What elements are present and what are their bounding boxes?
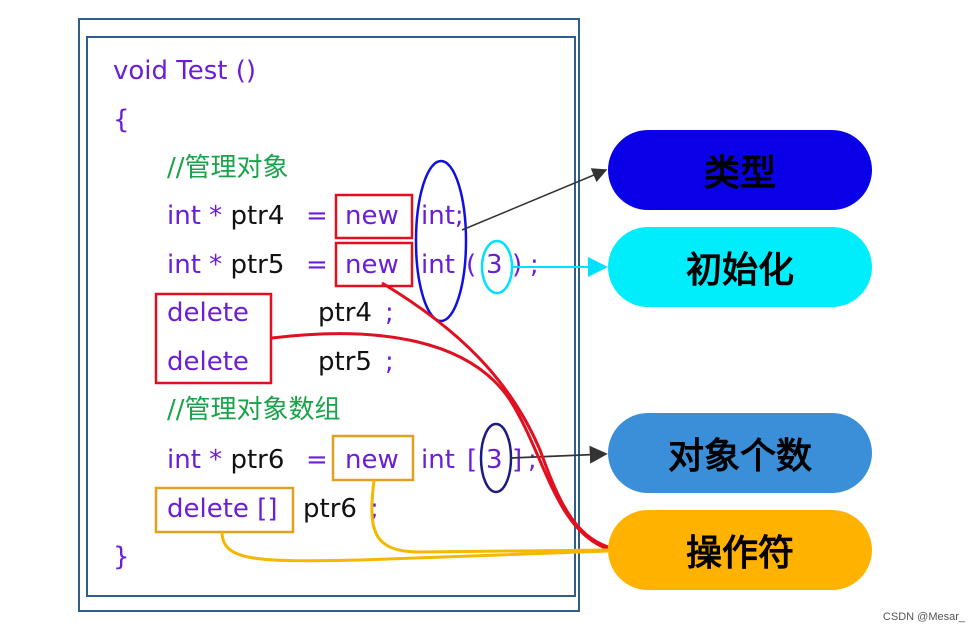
new-array-highlight-box bbox=[331, 434, 415, 482]
lparen-token: ( bbox=[466, 250, 477, 280]
type-token: int bbox=[167, 250, 201, 280]
outer-frame bbox=[78, 18, 580, 612]
delete-highlight-box bbox=[154, 292, 273, 385]
type-ellipse bbox=[414, 159, 468, 323]
int-token: int; bbox=[421, 201, 464, 231]
new-token: new bbox=[345, 250, 399, 280]
var-token: ptr6 bbox=[303, 494, 357, 524]
delete-array-token: delete [] bbox=[167, 494, 278, 524]
operator-curve-delete bbox=[271, 332, 609, 551]
rbracket-token: ] bbox=[512, 445, 523, 475]
init-label: 初始化 bbox=[685, 249, 794, 291]
count-arrow bbox=[510, 445, 608, 464]
delete-array-highlight-box bbox=[154, 486, 295, 534]
semicolon-token: ; bbox=[370, 494, 379, 524]
type-token: int bbox=[167, 445, 201, 475]
new-highlight-box bbox=[334, 241, 414, 288]
function-signature: void Test () bbox=[113, 56, 256, 86]
operator-curve-new-array bbox=[370, 479, 609, 554]
type-arrow bbox=[461, 168, 608, 231]
semicolon-token: ; bbox=[385, 298, 394, 328]
count-ellipse bbox=[479, 422, 513, 494]
int-token: int bbox=[421, 445, 455, 475]
new-token: new bbox=[345, 201, 399, 231]
type-label-pill: 类型 bbox=[608, 130, 872, 210]
star-token: * bbox=[209, 201, 223, 231]
count-label: 对象个数 bbox=[667, 435, 812, 477]
function-name: Test bbox=[176, 56, 228, 86]
code-panel bbox=[86, 36, 576, 597]
close-brace: } bbox=[113, 542, 130, 572]
eq-token: = bbox=[306, 445, 328, 475]
operator-label-pill: 操作符 bbox=[608, 510, 872, 590]
count-value: 3 bbox=[486, 445, 503, 475]
var-token: ptr6 bbox=[230, 445, 285, 475]
eq-token: = bbox=[306, 250, 328, 280]
rparen-token: ) bbox=[512, 250, 523, 280]
eq-token: = bbox=[306, 201, 328, 231]
comment-manage-object: //管理对象 bbox=[167, 153, 289, 183]
delete-token: delete bbox=[167, 347, 249, 377]
var-token: ptr5 bbox=[318, 347, 372, 377]
semicolon-token: ; bbox=[528, 445, 537, 475]
init-value: 3 bbox=[486, 250, 503, 280]
var-token: ptr4 bbox=[318, 298, 372, 328]
line-ptr4-new: int * ptr4 bbox=[167, 201, 284, 231]
void-keyword: void bbox=[113, 56, 169, 86]
var-token: ptr5 bbox=[230, 250, 285, 280]
count-label-pill: 对象个数 bbox=[608, 413, 872, 493]
new-token: new bbox=[345, 445, 399, 475]
type-label: 类型 bbox=[703, 152, 776, 194]
var-token: ptr4 bbox=[230, 201, 285, 231]
init-label-pill: 初始化 bbox=[608, 227, 872, 307]
operator-curve-delete-array bbox=[220, 531, 609, 563]
function-parens: () bbox=[235, 56, 257, 86]
int-token: int bbox=[421, 250, 455, 280]
line-ptr6-new: int * ptr6 bbox=[167, 445, 284, 475]
lbracket-token: [ bbox=[467, 445, 478, 475]
operator-curve-new bbox=[381, 281, 609, 549]
semicolon-token: ; bbox=[530, 250, 539, 280]
star-token: * bbox=[209, 250, 223, 280]
init-ellipse bbox=[480, 239, 514, 295]
new-highlight-box bbox=[334, 193, 414, 240]
star-token: * bbox=[209, 445, 223, 475]
comment-manage-array: //管理对象数组 bbox=[167, 395, 341, 425]
delete-token: delete bbox=[167, 298, 249, 328]
credit-watermark: CSDN @Mesar_ bbox=[882, 611, 965, 623]
semicolon-token: ; bbox=[385, 347, 394, 377]
type-token: int bbox=[167, 201, 201, 231]
operator-label: 操作符 bbox=[685, 532, 794, 574]
open-brace: { bbox=[113, 105, 130, 135]
line-ptr5-new: int * ptr5 bbox=[167, 250, 284, 280]
